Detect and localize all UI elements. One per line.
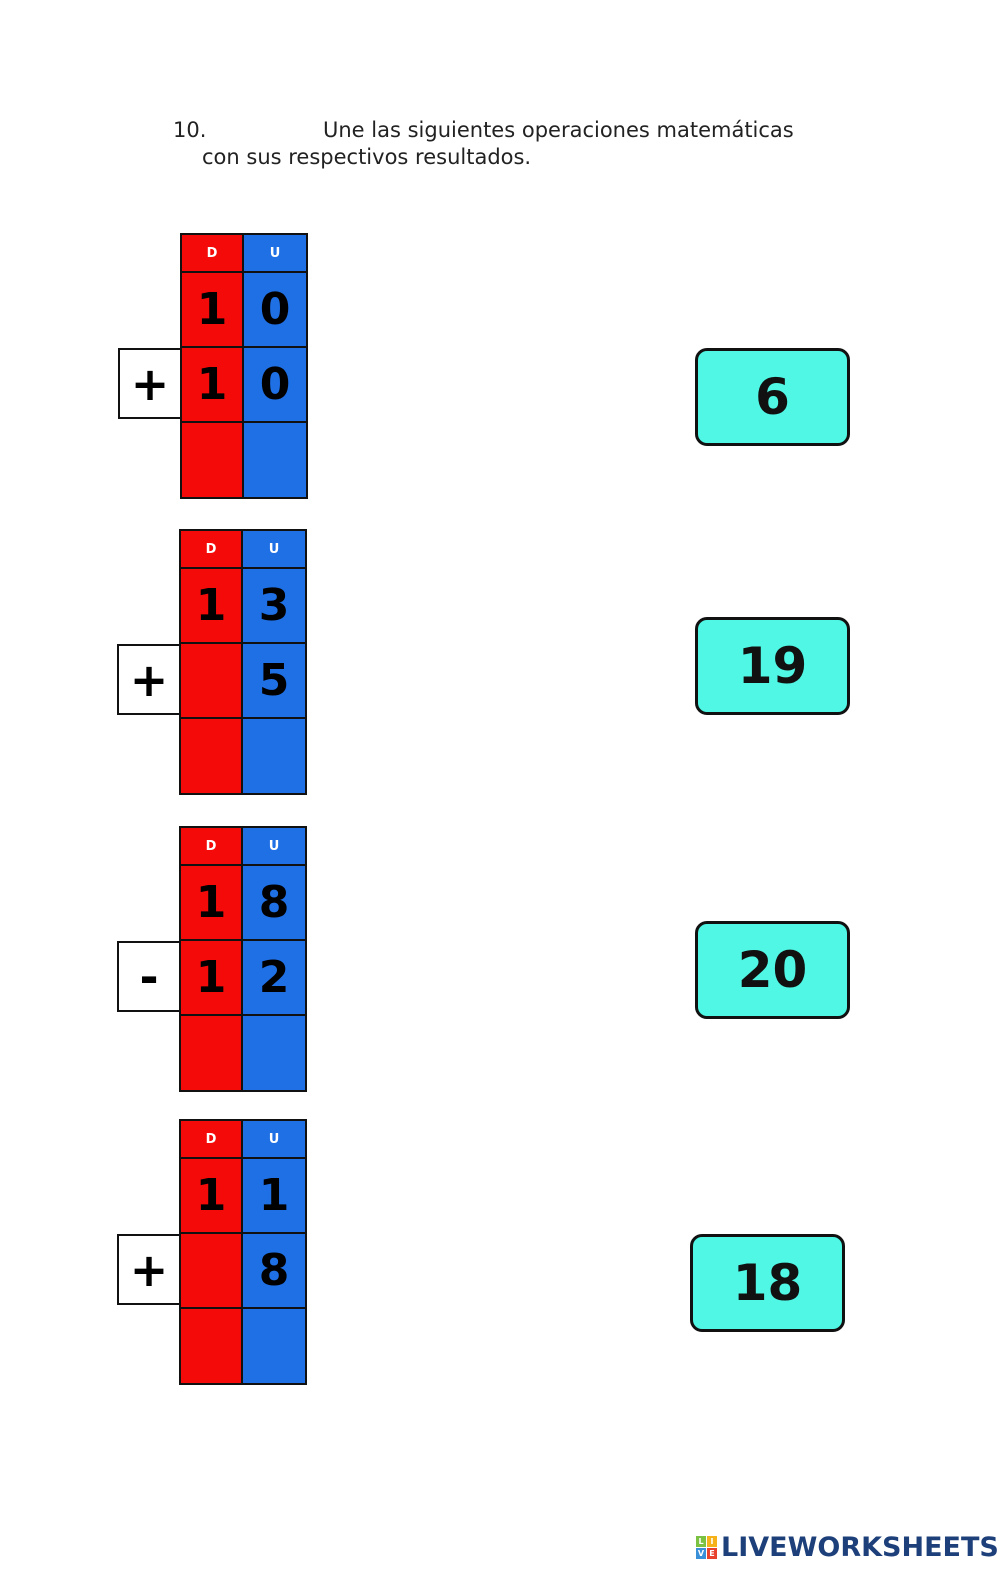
live-logo-icon: L I V E — [696, 1536, 717, 1559]
header-units-cell: U — [243, 531, 305, 569]
header-units-cell: U — [243, 1121, 305, 1159]
header-tens-cell: D — [181, 828, 243, 866]
second-addend-units-cell: 5 — [243, 644, 305, 719]
header-units-cell: U — [243, 828, 305, 866]
result-tens-cell[interactable] — [182, 423, 244, 497]
first-addend-tens-cell: 1 — [182, 273, 244, 348]
logo-letter: I — [707, 1536, 717, 1547]
first-addend-units-cell: 8 — [243, 866, 305, 941]
result-units-cell[interactable] — [243, 719, 305, 793]
question-number: 10. — [173, 118, 207, 142]
header-units-cell: U — [244, 235, 306, 273]
header-tens-cell: D — [181, 531, 243, 569]
first-addend-units-cell: 3 — [243, 569, 305, 644]
result-tens-cell[interactable] — [181, 1309, 243, 1383]
instruction: 10. Une las siguientes operaciones matemá… — [173, 117, 794, 171]
liveworksheets-logo: L I V E LIVEWORKSHEETS — [696, 1532, 999, 1563]
first-addend-units-cell: 0 — [244, 273, 306, 348]
result-units-cell[interactable] — [243, 1309, 305, 1383]
result-tens-cell[interactable] — [181, 719, 243, 793]
first-addend-tens-cell: 1 — [181, 866, 243, 941]
instruction-line-1: Une las siguientes operaciones matemátic… — [323, 118, 794, 142]
second-addend-tens-cell — [181, 1234, 243, 1309]
second-addend-tens-cell — [181, 644, 243, 719]
operator-box: - — [117, 941, 179, 1012]
logo-letter: L — [696, 1536, 706, 1547]
logo-letter: V — [696, 1548, 706, 1559]
operator-box: + — [118, 348, 180, 419]
answer-box[interactable]: 18 — [690, 1234, 845, 1332]
result-units-cell[interactable] — [244, 423, 306, 497]
second-addend-tens-cell: 1 — [181, 941, 243, 1016]
answer-box[interactable]: 20 — [695, 921, 850, 1019]
second-addend-units-cell: 8 — [243, 1234, 305, 1309]
first-addend-units-cell: 1 — [243, 1159, 305, 1234]
logo-letter: E — [707, 1548, 717, 1559]
operator-box: + — [117, 644, 179, 715]
operator-box: + — [117, 1234, 179, 1305]
instruction-line-2: con sus respectivos resultados. — [202, 145, 532, 169]
answer-box[interactable]: 19 — [695, 617, 850, 715]
second-addend-units-cell: 0 — [244, 348, 306, 423]
result-units-cell[interactable] — [243, 1016, 305, 1090]
answer-box[interactable]: 6 — [695, 348, 850, 446]
header-tens-cell: D — [181, 1121, 243, 1159]
second-addend-tens-cell: 1 — [182, 348, 244, 423]
second-addend-units-cell: 2 — [243, 941, 305, 1016]
result-tens-cell[interactable] — [181, 1016, 243, 1090]
first-addend-tens-cell: 1 — [181, 569, 243, 644]
header-tens-cell: D — [182, 235, 244, 273]
logo-text: LIVEWORKSHEETS — [721, 1532, 999, 1563]
first-addend-tens-cell: 1 — [181, 1159, 243, 1234]
